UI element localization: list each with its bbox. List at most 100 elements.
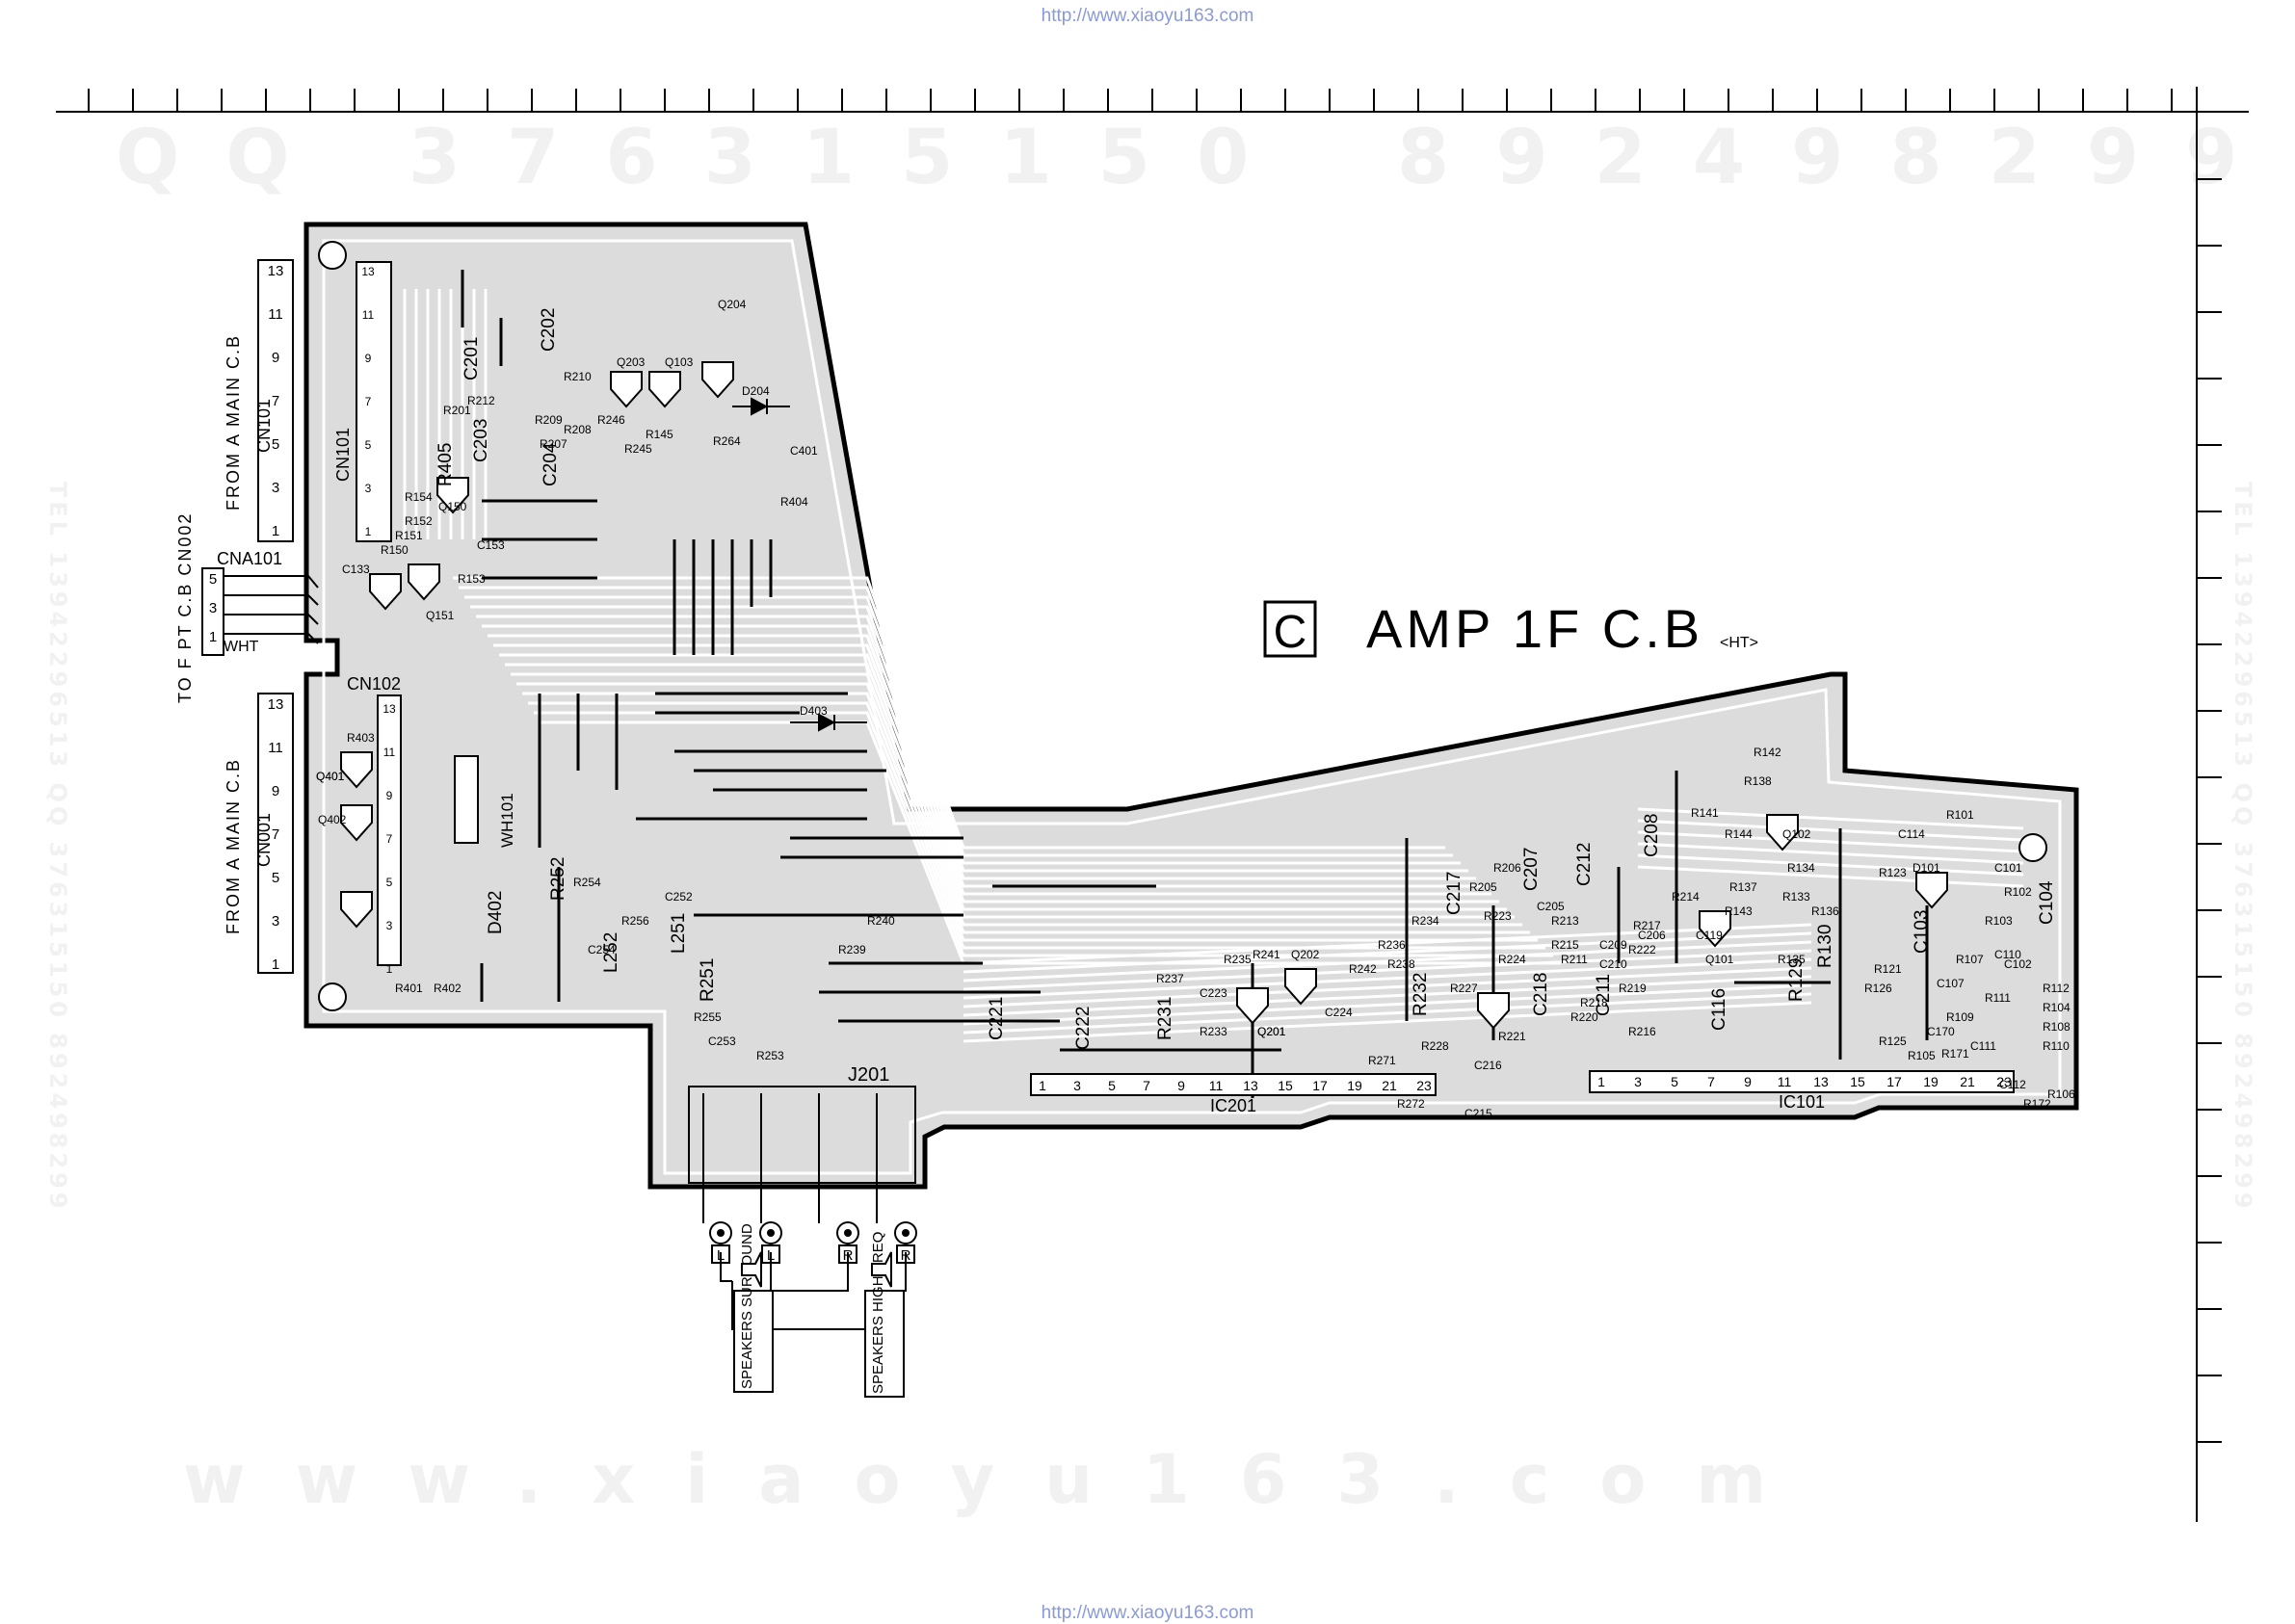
diode-d204 — [732, 397, 790, 416]
pin-number: 13 — [268, 696, 284, 713]
mount-hole — [318, 241, 347, 270]
component-label: Q101 — [1705, 953, 1734, 966]
pin-number: 11 — [268, 740, 283, 756]
component-label: L252 — [601, 932, 621, 973]
transistor — [1284, 968, 1317, 1006]
component-label: C101 — [1994, 861, 2022, 875]
component-label: R112 — [2043, 982, 2070, 995]
component-label: R129 — [1786, 958, 1807, 1002]
site-url-top[interactable]: http://www.xiaoyu163.com — [1041, 6, 1254, 26]
cna101-connector: CNA101 531 WHT TO F PT C.B CN002 — [175, 512, 319, 703]
component-label: D101 — [1912, 861, 1940, 875]
component-label: R107 — [1956, 953, 1984, 966]
board-badge-box — [1263, 600, 1317, 658]
pin-number: 5 — [386, 876, 393, 889]
pin-number: 13 — [382, 702, 396, 716]
component-label: R214 — [1672, 890, 1700, 904]
board-title-suffix: <HT> — [1720, 635, 1758, 651]
component-label: C253 — [708, 1035, 736, 1048]
component-label: Q151 — [426, 609, 455, 622]
component-label: R135 — [1778, 953, 1806, 966]
component-label: R264 — [713, 434, 741, 448]
transistor — [701, 361, 734, 399]
watermark-side-left: TEL 13942296513 QQ 376315150 892498299 — [44, 482, 71, 1213]
pin-number: 1 — [365, 525, 372, 538]
component-label: C107 — [1937, 977, 1965, 990]
cna101-label: CNA101 — [217, 549, 282, 568]
component-label: R231 — [1155, 997, 1175, 1040]
component-label: R154 — [405, 490, 433, 504]
ic-pin-number: 5 — [1671, 1074, 1678, 1089]
transistor — [1236, 987, 1269, 1025]
component-label: R104 — [2043, 1001, 2071, 1014]
component-label: R223 — [1484, 909, 1512, 923]
component-label: R253 — [756, 1049, 784, 1062]
transistor — [1766, 814, 1799, 851]
speakers-high-label: SPEAKERS HIGH FREQ — [870, 1232, 886, 1394]
component-label: R234 — [1411, 914, 1439, 928]
component-label: C203 — [471, 419, 491, 462]
watermark-site: www.xiaoyu163.com — [183, 1440, 1816, 1519]
wh101-connector: WH101 — [454, 755, 516, 848]
j201-jack-block: J201 — [688, 1064, 916, 1223]
component-label: Q201 — [1257, 1025, 1286, 1038]
transistor — [1915, 872, 1948, 909]
component-label: C401 — [790, 444, 818, 458]
component-label: R106 — [2047, 1087, 2075, 1101]
component-label: R242 — [1349, 962, 1377, 976]
transistor — [340, 751, 373, 789]
component-label: R134 — [1787, 861, 1815, 875]
component-label: R110 — [2043, 1039, 2070, 1053]
component-label: R215 — [1551, 938, 1579, 952]
component-label: R137 — [1729, 880, 1757, 894]
component-label: C204 — [541, 442, 561, 486]
component-label: R272 — [1397, 1097, 1425, 1111]
board-title-text: AMP 1F C.B — [1366, 598, 1703, 659]
ic-pin-number: 13 — [1813, 1074, 1829, 1089]
component-label: C216 — [1474, 1059, 1502, 1072]
j201-label: J201 — [848, 1064, 889, 1086]
cn001-label: CN001 — [254, 813, 274, 867]
component-label: R210 — [564, 370, 592, 383]
component-label: R201 — [443, 404, 471, 417]
component-label: R241 — [1253, 948, 1280, 961]
from-main-bottom-label: FROM A MAIN C.B — [224, 758, 243, 934]
mount-hole — [2018, 833, 2047, 862]
component-label: R246 — [597, 413, 625, 427]
component-label: C202 — [539, 308, 559, 352]
component-label: R102 — [2004, 885, 2032, 899]
component-label: C210 — [1599, 957, 1627, 971]
speaker-high-freq: SPEAKERS HIGH FREQ — [864, 1232, 905, 1398]
component-label: R255 — [694, 1010, 722, 1024]
component-label: C205 — [1537, 900, 1565, 913]
component-label: R172 — [2023, 1097, 2051, 1111]
cn101-board-label: CN101 — [333, 428, 353, 482]
component-label: R207 — [540, 437, 567, 451]
component-label: C254 — [588, 943, 616, 956]
component-label: C217 — [1444, 872, 1464, 915]
ic201-label: IC201 — [1210, 1096, 1256, 1115]
pin-number: 1 — [386, 962, 393, 976]
transistor — [648, 371, 681, 408]
component-label: R126 — [1864, 982, 1892, 995]
board-outline — [303, 222, 2079, 1190]
component-label: R404 — [780, 495, 808, 509]
pin-number: 7 — [272, 826, 279, 843]
pin-number: 7 — [386, 832, 393, 846]
site-url-bottom[interactable]: http://www.xiaoyu163.com — [1041, 1603, 1254, 1623]
pin-number: 11 — [362, 308, 375, 322]
transistors — [340, 361, 1948, 1030]
component-label: C133 — [342, 563, 370, 576]
component-label: R219 — [1619, 982, 1647, 995]
ic-pin-number: 15 — [1850, 1074, 1865, 1089]
component-label: Q103 — [665, 355, 694, 369]
component-label: R227 — [1450, 982, 1478, 995]
ic-pin-number: 23 — [1416, 1078, 1432, 1093]
component-label: R205 — [1469, 880, 1497, 894]
pin-number: 5 — [209, 571, 217, 588]
component-label: R151 — [395, 529, 423, 542]
component-label: R136 — [1811, 904, 1839, 918]
pin-number: 9 — [386, 789, 393, 802]
watermark-phone: 892498299 — [1397, 115, 2283, 201]
